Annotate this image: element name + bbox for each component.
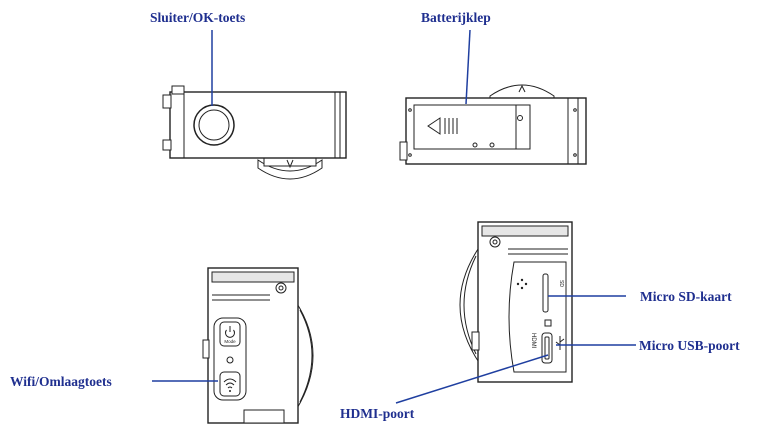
wifi-icon [223, 378, 237, 392]
battery-door [413, 104, 517, 150]
hdmi-leader-line [395, 354, 549, 404]
wifi-button [219, 371, 241, 397]
camera-bottom-view [399, 84, 587, 165]
battery-leader-line [465, 29, 471, 105]
camera-top-view [162, 85, 347, 180]
label-sd: Micro SD-kaart [640, 289, 732, 304]
camera-side-view: SD HDMI [459, 221, 573, 383]
mode-label: Mode [224, 339, 236, 344]
camera-front-view: Mode [202, 267, 314, 424]
power-icon [225, 326, 235, 338]
sd-card-slot [542, 273, 549, 313]
hdmi-port-text: HDMI [530, 333, 536, 349]
label-usb: Micro USB-poort [639, 338, 740, 353]
shutter-button [193, 104, 235, 146]
label-wifi: Wifi/Omlaagtoets [10, 374, 112, 389]
label-shutter: Sluiter/OK-toets [150, 10, 245, 25]
label-hdmi: HDMI-poort [340, 406, 415, 421]
label-battery: Batterijklep [421, 10, 491, 25]
mode-button [219, 321, 241, 347]
arrow-left-icon [427, 117, 458, 135]
svg-text:SD: SD [558, 280, 564, 287]
